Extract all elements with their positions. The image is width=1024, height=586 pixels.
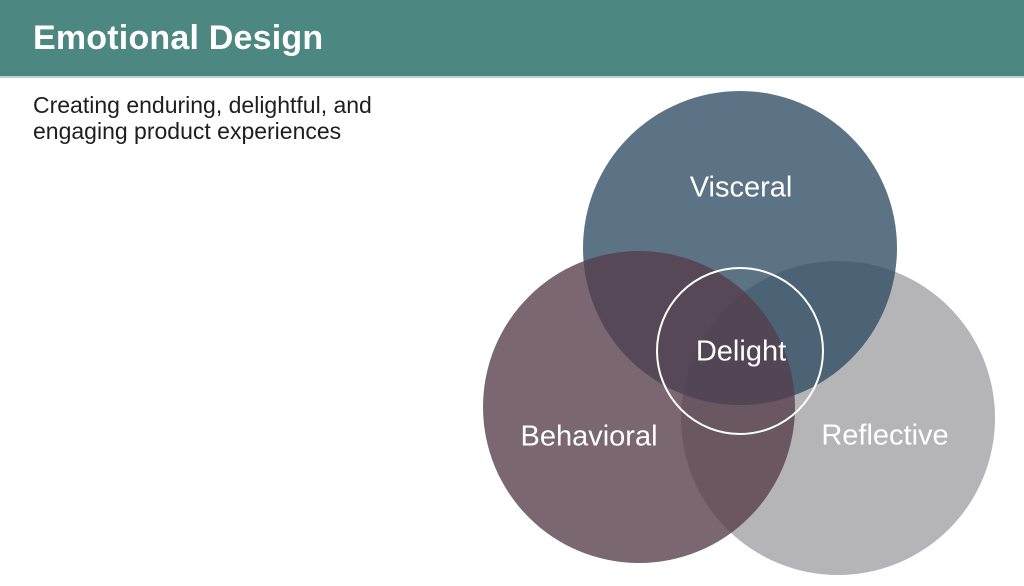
venn-label-delight: Delight: [695, 335, 787, 368]
venn-label-reflective: Reflective: [821, 419, 949, 452]
page-title: Emotional Design: [33, 18, 324, 57]
venn-label-visceral: Visceral: [689, 171, 793, 204]
slide-header-bar: Emotional Design: [0, 0, 1024, 78]
venn-label-behavioral: Behavioral: [520, 420, 658, 453]
delight-ring: [656, 267, 824, 435]
slide-subtitle: Creating enduring, delightful, and engag…: [33, 92, 372, 144]
